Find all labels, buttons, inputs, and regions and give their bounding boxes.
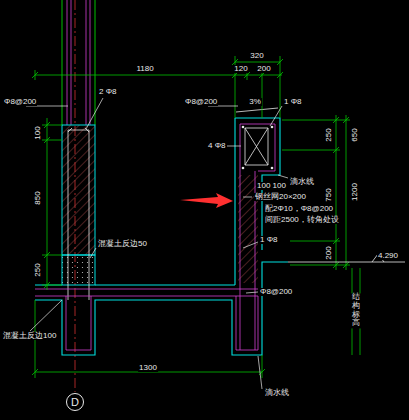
- dimension-line: [42, 118, 62, 290]
- vertical-note: 结构标高: [351, 293, 361, 328]
- dimension-text: 1200: [351, 182, 359, 202]
- dimension-text: 650: [351, 127, 359, 142]
- concrete-upstand: [62, 255, 95, 285]
- dimension-line: [352, 268, 360, 355]
- axis-bubble: D: [66, 393, 84, 411]
- leader-line: [243, 197, 252, 198]
- leader-line: [243, 242, 258, 248]
- rebar-note: 1 Φ8: [283, 98, 303, 106]
- dimension-text: 750: [325, 187, 333, 202]
- dimension-text: 200: [256, 65, 271, 73]
- annotation-text: 间距2500，转角处设: [264, 216, 340, 224]
- rebar-note: 1 Φ8: [259, 236, 279, 244]
- rebar-note: 4 Φ8: [207, 142, 227, 150]
- dimension-text: 120: [233, 65, 248, 73]
- annotation-text: 混凝土反边100: [2, 332, 57, 340]
- leader-line: [90, 248, 96, 258]
- rebar-dot: [242, 167, 245, 170]
- axis-label: D: [71, 397, 79, 408]
- dimension-text: 1300: [138, 364, 158, 372]
- dimension-text: 100 100: [256, 182, 287, 190]
- leader-line: [30, 300, 62, 331]
- hatched-wall: [62, 125, 95, 255]
- pointer-arrow: [180, 193, 233, 208]
- dimension-text: 1180: [135, 65, 154, 73]
- leader-line: [278, 175, 288, 178]
- structure-outline: [35, 118, 288, 355]
- dimension-line: [32, 300, 265, 378]
- rebar-dot: [271, 167, 274, 170]
- annotation-text: 滴水线: [264, 389, 290, 397]
- rebar-note: Φ8@200: [184, 98, 218, 106]
- annotation-text: 配2Φ10，Φ8@200: [264, 205, 334, 213]
- slope-text: 3%: [248, 98, 262, 106]
- dimension-text: 200: [325, 245, 333, 260]
- annotation-text: 混凝土反边50: [97, 240, 148, 248]
- annotation-text: 钢丝网20×200: [254, 193, 307, 201]
- leader-line: [225, 146, 241, 147]
- dimension-text: 250: [325, 127, 333, 142]
- level-text: 4.290: [377, 252, 399, 260]
- wall-rebar: [67, 0, 90, 125]
- rebar-note: Φ8@200: [3, 98, 37, 106]
- dimension-text: 320: [249, 52, 264, 60]
- rebar-dot: [271, 126, 274, 129]
- rebar-note: 2 Φ8: [98, 88, 118, 96]
- dimension-tick: [32, 59, 283, 78]
- dimension-line: [35, 56, 282, 118]
- leader-line: [258, 356, 262, 389]
- leader-line: [86, 98, 103, 129]
- leader-line: [270, 106, 282, 126]
- slab-rebar: [35, 289, 258, 350]
- dimension-text: 100: [34, 125, 42, 140]
- rebar-dot: [242, 126, 245, 129]
- leader-line: [246, 292, 258, 293]
- rebar-note: Φ8@200: [259, 288, 293, 296]
- slope-line: [236, 108, 278, 112]
- annotation-text: 滴水线: [289, 178, 315, 186]
- cap-rebar-box: [245, 128, 268, 165]
- dimension-lines: [32, 56, 360, 378]
- leader-lines: [26, 98, 288, 389]
- wall-stirrup: [68, 128, 89, 300]
- dimension-text: 850: [34, 190, 42, 205]
- dimension-text: 250: [34, 262, 42, 277]
